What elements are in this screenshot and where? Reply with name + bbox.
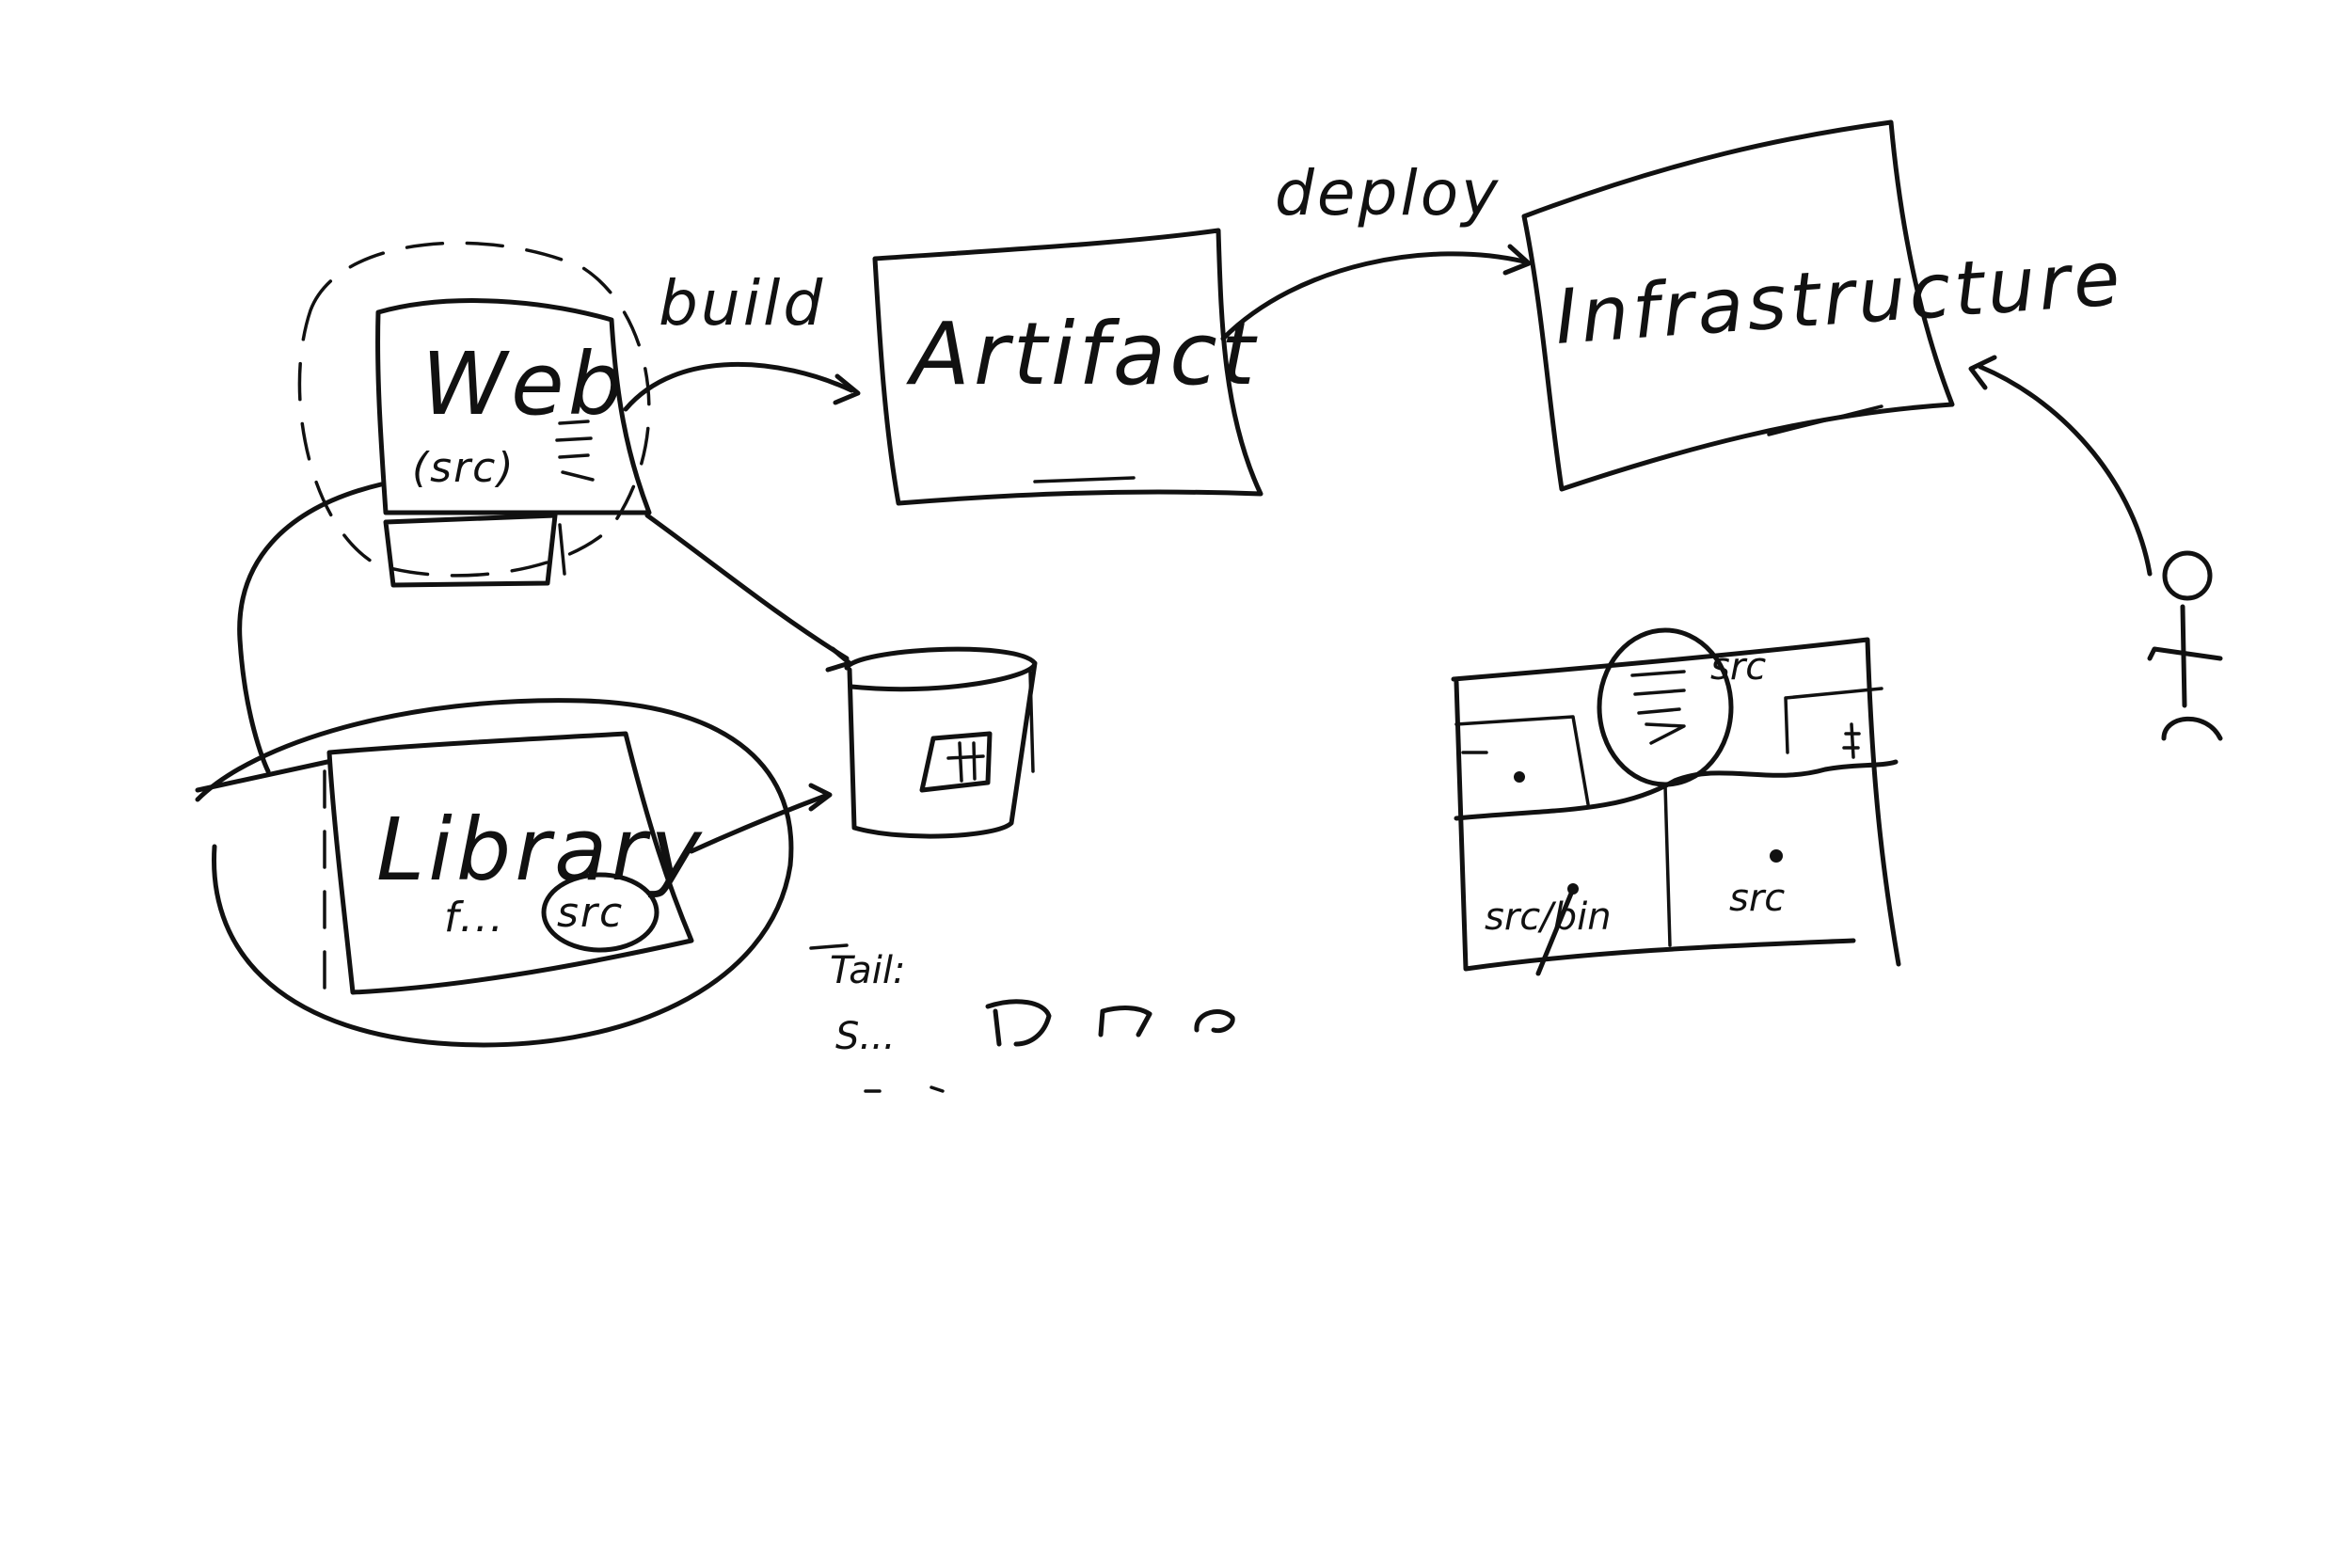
- notes-shape-2: [1098, 1006, 1152, 1037]
- artifact-box: [872, 228, 1263, 506]
- artifact-node: Artifact: [872, 228, 1263, 506]
- library-box: [326, 731, 694, 995]
- notes: Tail: S...: [809, 943, 1235, 1093]
- wireframe-bottom-right-label: src: [1729, 877, 1785, 920]
- library-sublabel: f...: [444, 894, 505, 942]
- library-container-ellipse: [195, 698, 794, 1048]
- library-to-database-arrow: [689, 792, 831, 854]
- notes-line1: Tail:: [830, 949, 905, 992]
- table-icon: [919, 731, 993, 793]
- web-library-loop: [237, 482, 384, 774]
- build-edge: build: [623, 267, 861, 412]
- artifact-label: Artifact: [906, 304, 1259, 404]
- web-dashed-outline: [297, 241, 651, 578]
- wireframe-bottom-left-label: src/bin: [1485, 895, 1612, 939]
- web-box: [375, 298, 652, 515]
- infrastructure-label: Infrastructure: [1552, 234, 2126, 361]
- deploy-edge: deploy: [1220, 157, 1532, 341]
- person-icon: [2162, 550, 2213, 601]
- library-label: Library: [376, 800, 706, 900]
- wireframe-top-divider: [1454, 759, 1899, 821]
- web-sublabel: (src): [412, 444, 516, 492]
- user-arrow-line: [1978, 364, 2153, 577]
- wireframe-list-icon: [1630, 670, 1686, 745]
- database-node: [644, 513, 1038, 839]
- build-arrowhead: [833, 373, 861, 405]
- layout-wireframe: src src/bin src: [1451, 627, 1901, 976]
- build-label: build: [659, 267, 825, 340]
- user-arrowhead: [1968, 355, 1997, 390]
- build-arrow-line: [623, 361, 854, 412]
- infrastructure-node: Infrastructure: [1521, 119, 2126, 492]
- notes-shape-1: [985, 999, 1052, 1047]
- infrastructure-box: [1521, 119, 1955, 492]
- database-cylinder: [844, 646, 1038, 839]
- web-to-database-arrow: [644, 513, 850, 661]
- deploy-arrowhead: [1502, 244, 1532, 276]
- library-src-badge-circle: [541, 872, 660, 953]
- web-label: Web: [421, 334, 627, 435]
- notes-shape-3: [1194, 1009, 1235, 1034]
- web-list-icon: [555, 420, 595, 482]
- web-node: Web (src): [297, 241, 652, 588]
- wireframe-top-src-label: src: [1710, 645, 1766, 689]
- library-src-badge: src: [557, 889, 624, 937]
- deploy-arrow-line: [1220, 251, 1527, 341]
- library-node: Library f... src: [195, 482, 833, 1048]
- deploy-label: deploy: [1275, 157, 1501, 230]
- user-actor: [1968, 355, 2223, 741]
- web-inner-rect: [383, 513, 558, 588]
- notes-line2: S...: [835, 1015, 896, 1058]
